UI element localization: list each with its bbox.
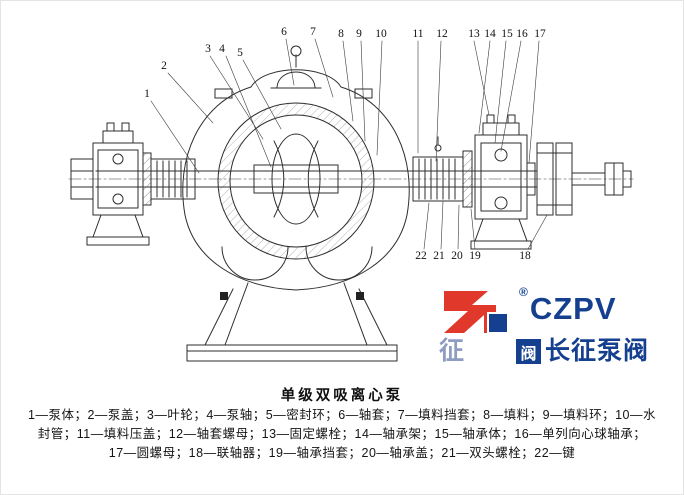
water-seal-pipe	[434, 144, 442, 152]
left-bearing-assembly	[70, 122, 150, 246]
callout-number: 6	[281, 26, 287, 38]
callout-number: 16	[516, 28, 528, 40]
pump-cross-section-drawing: 1 2 3 4 5 6 7 8 9 10 11 12 13 14 15 16 1…	[68, 26, 634, 362]
callout-number: 18	[519, 250, 531, 262]
czpv-logo-mark-icon	[444, 291, 509, 334]
registered-trademark-symbol: ®	[519, 285, 528, 299]
logo-red-shape	[444, 291, 496, 333]
callout-number: 19	[469, 250, 481, 262]
callout-number: 22	[415, 250, 427, 262]
logo-top-row: ® CZPV	[439, 285, 659, 337]
callout-number: 2	[161, 60, 167, 72]
callout-number: 17	[534, 28, 546, 40]
pump-pedestal	[186, 282, 398, 362]
callout-number: 3	[205, 43, 211, 55]
parts-legend: 1—泵体；2—泵盖；3—叶轮；4—泵轴；5—密封环；6—轴套；7—填料挡套；8—…	[9, 406, 675, 463]
callout-number: 5	[237, 47, 243, 59]
right-bearing-assembly	[470, 114, 536, 250]
legend-line-2: 封管；11—填料压盖；12—轴套螺母；13—固定螺栓；14—轴承架；15—轴承体…	[37, 427, 647, 441]
callout-number: 8	[338, 28, 344, 40]
logo-bottom-row: 征 阀 长征泵阀	[439, 339, 659, 364]
callout-number: 9	[356, 28, 362, 40]
callout-leader-lines	[150, 38, 548, 250]
legend-line-3: 17—圆螺母；18—联轴器；19—轴承挡套；20—轴承盖；21—双头螺栓；22—…	[108, 446, 576, 460]
callout-number: 10	[375, 28, 387, 40]
impeller	[253, 133, 339, 225]
callout-number: 1	[144, 88, 150, 100]
callout-number: 11	[412, 28, 423, 40]
logo-box-character: 阀	[516, 339, 542, 364]
pump-casing	[182, 45, 410, 300]
callout-number: 12	[436, 28, 448, 40]
eye-bolt	[290, 45, 302, 57]
callout-number: 7	[310, 26, 316, 38]
callout-number: 4	[219, 43, 225, 55]
left-stuffing-box	[142, 152, 196, 206]
callout-number: 20	[451, 250, 463, 262]
callout-number: 13	[468, 28, 480, 40]
callout-numbers: 1 2 3 4 5 6 7 8 9 10 11 12 13 14 15 16 1…	[144, 26, 546, 262]
callout-number: 14	[484, 28, 496, 40]
figure-title: 单级双吸离心泵	[280, 388, 404, 404]
right-stuffing-box	[412, 136, 473, 208]
brand-text: CZPV	[529, 291, 617, 326]
logo-blue-square	[487, 312, 509, 334]
coupling	[536, 142, 632, 216]
watermark-character: 征	[439, 337, 465, 365]
company-name-text: 长征泵阀	[545, 337, 650, 365]
callout-number: 15	[501, 28, 513, 40]
legend-line-1: 1—泵体；2—泵盖；3—叶轮；4—泵轴；5—密封环；6—轴套；7—填料挡套；8—…	[28, 408, 656, 422]
callout-number: 21	[433, 250, 445, 262]
czpv-logo: ® CZPV 征 阀 长征泵阀	[439, 285, 659, 364]
